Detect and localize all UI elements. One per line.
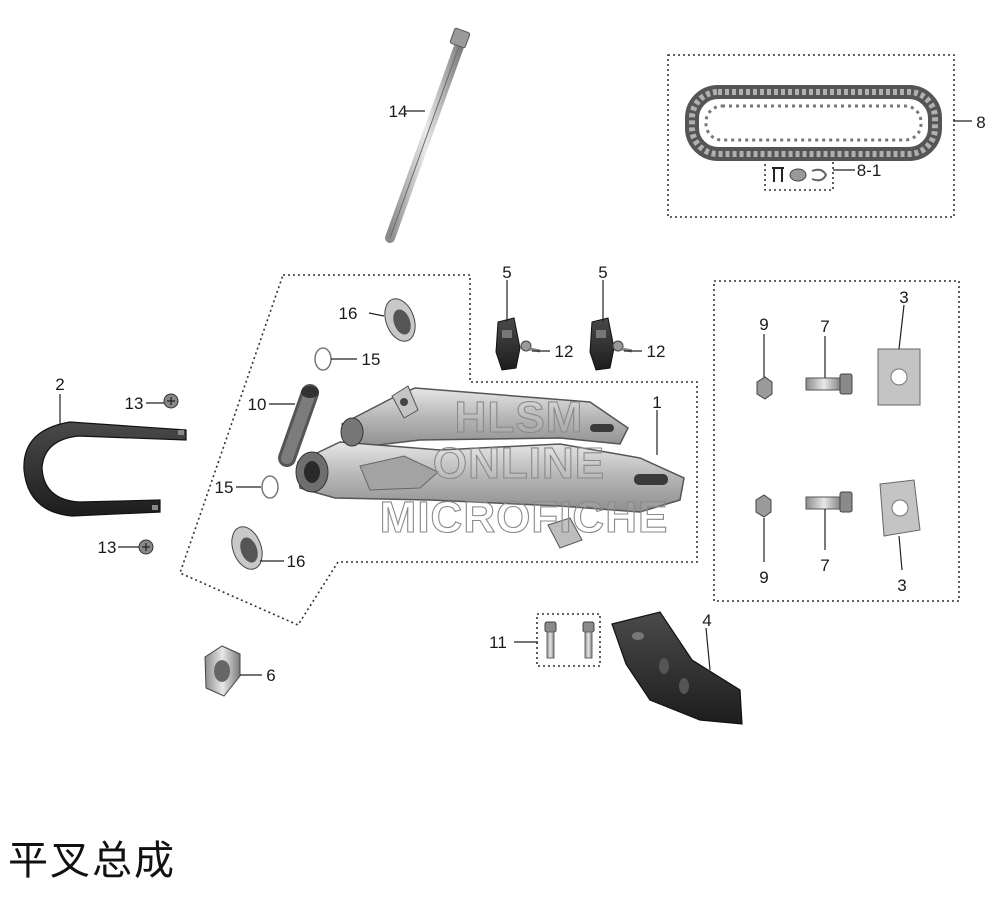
callout-4: 4 [702, 611, 711, 630]
callout-8-1: 8-1 [857, 161, 882, 180]
screw-part-12-right [612, 340, 633, 353]
o-ring-part-15-bottom [261, 475, 279, 499]
bolt-part-11-right [582, 621, 595, 659]
callout-10: 10 [248, 395, 267, 414]
callout-13-top: 13 [125, 394, 144, 413]
nut-part-9-bottom [755, 494, 772, 518]
assembly-title: 平叉总成 [8, 838, 176, 884]
axle-bolt-part-14 [385, 27, 471, 243]
watermark-line-2: ONLINE [433, 439, 605, 488]
bolt-part-11-left [544, 621, 557, 659]
callout-3-top: 3 [899, 288, 908, 307]
drive-chain-part-8 [685, 85, 942, 161]
screw-part-13-top [163, 393, 179, 409]
callout-16-top: 16 [339, 304, 358, 323]
bolt-11-subframe [536, 613, 601, 667]
swingarm-group-frame [179, 274, 698, 627]
adjuster-bolt-part-7-bottom [805, 491, 853, 513]
callout-9-bottom: 9 [759, 568, 768, 587]
chain-guide-part-4 [611, 611, 743, 725]
callout-3-bottom: 3 [897, 576, 906, 595]
o-ring-part-15-top [314, 347, 332, 371]
chain-group-frame [667, 54, 955, 218]
bearing-part-16-top [384, 298, 416, 342]
bearing-part-16-bottom [231, 526, 263, 570]
adjuster-bolt-part-7-top [805, 373, 853, 395]
screw-part-13-bottom [138, 539, 154, 555]
callout-11: 11 [489, 633, 507, 652]
callout-16-bottom: 16 [287, 552, 306, 571]
callout-15-bottom: 15 [215, 478, 234, 497]
callout-9-top: 9 [759, 315, 768, 334]
callout-12-right: 12 [647, 342, 666, 361]
watermark: HLSM ONLINE MICROFICHE [379, 392, 669, 542]
callout-5-left: 5 [502, 263, 511, 282]
callout-14: 14 [389, 102, 408, 121]
chain-joint-subframe [764, 154, 834, 191]
watermark-line-1: HLSM [455, 393, 584, 442]
callout-1: 1 [652, 393, 661, 412]
callout-2: 2 [55, 375, 64, 394]
callout-7-bottom: 7 [820, 556, 829, 575]
watermark-line-3: MICROFICHE [380, 493, 669, 542]
callout-6: 6 [266, 666, 275, 685]
callout-labels: 14 8 8-1 5 5 12 12 16 15 10 15 16 2 13 1… [55, 102, 985, 685]
screw-part-12-left [520, 340, 541, 353]
callout-12-left: 12 [555, 342, 574, 361]
chain-slider-part-2 [23, 421, 187, 517]
nut-part-6 [204, 645, 241, 697]
chain-joint-part-8-1 [772, 167, 828, 182]
adjuster-plate-part-3-top [877, 348, 921, 406]
chain-slider-clip-part-5-left [495, 317, 521, 371]
adjuster-group-frame [713, 280, 960, 602]
callout-7-top: 7 [820, 317, 829, 336]
swingarm-part-1 [295, 385, 685, 549]
callout-8: 8 [976, 113, 985, 132]
callout-13-bottom: 13 [98, 538, 117, 557]
adjuster-plate-part-3-bottom [879, 479, 921, 537]
chain-slider-clip-part-5-right [589, 317, 615, 371]
nut-part-9-top [756, 376, 773, 400]
callout-5-right: 5 [598, 263, 607, 282]
callout-15-top: 15 [362, 350, 381, 369]
pivot-sleeve-part-10 [278, 384, 319, 467]
leader-lines [59, 110, 972, 676]
